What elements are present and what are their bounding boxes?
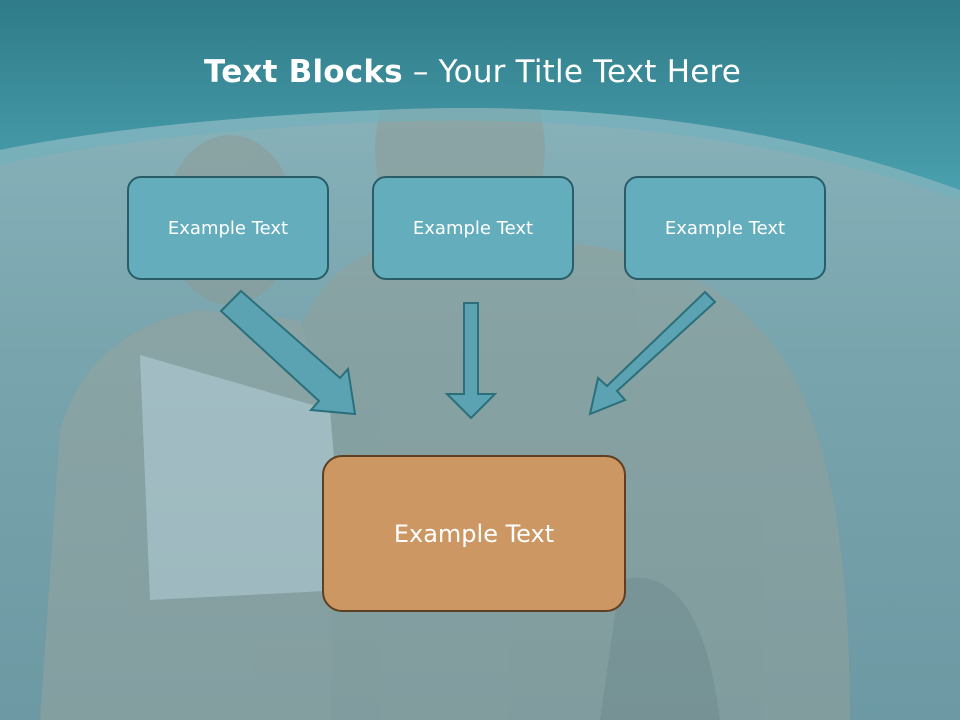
text-block-left-label: Example Text [167,217,289,239]
slide-title: Text Blocks – Your Title Text Here [0,54,945,90]
text-block-right[interactable]: Example Text [624,176,826,280]
header-band [0,0,960,190]
text-block-center-label: Example Text [393,519,555,548]
slide-title-rest: – Your Title Text Here [402,54,742,90]
text-block-center[interactable]: Example Text [322,455,626,612]
text-block-right-label: Example Text [664,217,786,239]
text-block-middle-label: Example Text [412,217,534,239]
text-block-middle[interactable]: Example Text [372,176,574,280]
slide-title-bold: Text Blocks [203,54,403,90]
text-block-left[interactable]: Example Text [127,176,329,280]
